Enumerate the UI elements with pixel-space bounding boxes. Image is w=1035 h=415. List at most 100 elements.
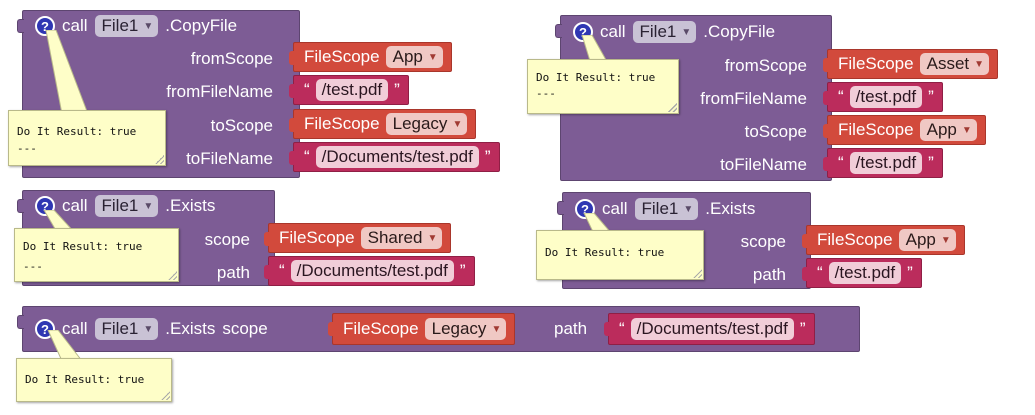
method-name: .CopyFile: [703, 22, 776, 41]
open-quote: “: [619, 319, 625, 338]
scope-dropdown[interactable]: App▼: [919, 119, 977, 141]
string-block[interactable]: “ /test.pdf ”: [823, 82, 943, 112]
result-text: Do It Result: true: [23, 240, 143, 253]
string-value[interactable]: /test.pdf: [828, 262, 902, 284]
resize-handle-icon[interactable]: [668, 103, 677, 112]
filescope-block[interactable]: FileScope Shared▼: [263, 223, 452, 253]
filescope-block[interactable]: FileScope Legacy▼: [288, 109, 477, 139]
dropdown-caret-icon: ▼: [143, 200, 154, 212]
scope-value: Asset: [926, 54, 970, 73]
do-it-result-bubble[interactable]: Do It Result: true: [536, 230, 704, 280]
string-block[interactable]: “ /test.pdf ”: [802, 258, 922, 288]
open-quote: “: [304, 147, 310, 166]
filescope-block[interactable]: FileScope App▼: [289, 42, 452, 72]
string-block[interactable]: “ /Documents/test.pdf ”: [264, 256, 475, 286]
component-dropdown[interactable]: File1 ▼: [632, 21, 697, 43]
resize-handle-icon[interactable]: [693, 269, 702, 278]
open-quote: “: [817, 263, 823, 282]
param-label-fromscope: fromScope: [190, 49, 273, 68]
open-quote: “: [838, 87, 844, 106]
dropdown-caret-icon: ▼: [683, 203, 694, 215]
do-it-result-bubble[interactable]: Do It Result: true ---: [8, 110, 166, 166]
scope-dropdown[interactable]: App ▼: [898, 229, 956, 251]
scope-value: Shared: [367, 228, 423, 247]
filescope-block[interactable]: FileScope Legacy▼: [327, 313, 516, 345]
filescope-label: FileScope: [838, 120, 914, 139]
dropdown-caret-icon: ▼: [940, 234, 951, 246]
string-value[interactable]: /Documents/test.pdf: [315, 146, 479, 168]
do-it-result-bubble[interactable]: Do It Result: true: [16, 358, 172, 402]
param-label-path: path: [216, 263, 250, 282]
block-connector: [555, 24, 562, 38]
resize-handle-icon[interactable]: [168, 271, 177, 280]
string-block[interactable]: “ /test.pdf ”: [289, 75, 409, 105]
result-text: Do It Result: true: [545, 246, 665, 259]
method-name: .Exists: [165, 196, 216, 215]
block-connector: [557, 201, 564, 215]
block-connector: [17, 19, 24, 33]
call-keyword: call: [62, 16, 88, 35]
scope-value: App: [905, 230, 936, 249]
string-block[interactable]: “ /Documents/test.pdf ”: [289, 142, 500, 172]
param-label-fromfilename: fromFileName: [166, 82, 273, 101]
component-dropdown[interactable]: File1▼: [634, 198, 699, 220]
close-quote: ”: [799, 319, 806, 338]
component-name: File1: [101, 319, 139, 338]
dropdown-caret-icon: ▼: [491, 323, 502, 335]
scope-dropdown[interactable]: Shared▼: [360, 227, 443, 249]
open-quote: “: [838, 153, 844, 172]
do-it-result-bubble[interactable]: Do It Result: true ---: [527, 59, 679, 114]
component-name: File1: [101, 16, 139, 35]
component-dropdown[interactable]: File1 ▼: [94, 15, 159, 37]
scope-value: App: [392, 47, 423, 66]
filescope-label: FileScope: [304, 114, 380, 133]
string-value[interactable]: /test.pdf: [315, 79, 389, 101]
dropdown-caret-icon: ▼: [961, 124, 972, 136]
param-label-tofilename: toFileName: [186, 149, 273, 168]
close-quote: ”: [394, 80, 400, 99]
close-quote: ”: [928, 87, 934, 106]
open-quote: “: [304, 80, 310, 99]
do-it-result-bubble[interactable]: Do It Result: true ---: [14, 228, 179, 282]
component-dropdown[interactable]: File1▼: [94, 318, 159, 340]
dropdown-caret-icon: ▼: [427, 51, 438, 63]
scope-value: Legacy: [392, 114, 448, 133]
resize-handle-icon[interactable]: [161, 391, 170, 400]
scope-dropdown[interactable]: App ▼: [385, 46, 443, 68]
result-extra: ---: [17, 142, 37, 155]
string-block[interactable]: “ /Documents/test.pdf ”: [604, 313, 815, 345]
filescope-block[interactable]: FileScope App ▼: [802, 225, 965, 255]
string-block[interactable]: “ /test.pdf ”: [823, 148, 943, 178]
component-name: File1: [639, 22, 677, 41]
result-text: Do It Result: true: [17, 125, 137, 138]
method-name: .Exists: [165, 319, 216, 338]
string-value[interactable]: /Documents/test.pdf: [290, 260, 454, 282]
filescope-label: FileScope: [817, 230, 893, 249]
open-quote: “: [279, 261, 285, 280]
param-label-scope: scope: [222, 319, 268, 338]
block-connector: [17, 199, 24, 213]
component-dropdown[interactable]: File1▼: [94, 195, 159, 217]
resize-handle-icon[interactable]: [155, 155, 164, 164]
scope-dropdown[interactable]: Asset▼: [919, 53, 990, 75]
result-text: Do It Result: true: [25, 373, 145, 386]
scope-dropdown[interactable]: Legacy ▼: [424, 318, 507, 340]
string-value[interactable]: /test.pdf: [849, 152, 923, 174]
close-quote: ”: [484, 147, 491, 166]
method-name: .CopyFile: [165, 16, 238, 35]
dropdown-caret-icon: ▼: [143, 20, 154, 32]
param-label-path: path: [554, 319, 588, 338]
filescope-block[interactable]: FileScope Asset▼: [822, 49, 999, 79]
close-quote: ”: [928, 153, 934, 172]
string-value[interactable]: /Documents/test.pdf: [630, 318, 794, 340]
result-extra: ---: [23, 260, 43, 273]
string-value[interactable]: /test.pdf: [849, 86, 923, 108]
dropdown-caret-icon: ▼: [681, 26, 692, 38]
scope-dropdown[interactable]: Legacy▼: [385, 113, 468, 135]
call-keyword: call: [62, 319, 88, 338]
param-label-toscope: toScope: [210, 116, 273, 135]
filescope-block[interactable]: FileScope App▼: [823, 115, 986, 145]
param-label-scope: scope: [740, 232, 786, 251]
filescope-label: FileScope: [838, 54, 914, 73]
scope-value: Legacy: [431, 319, 487, 338]
